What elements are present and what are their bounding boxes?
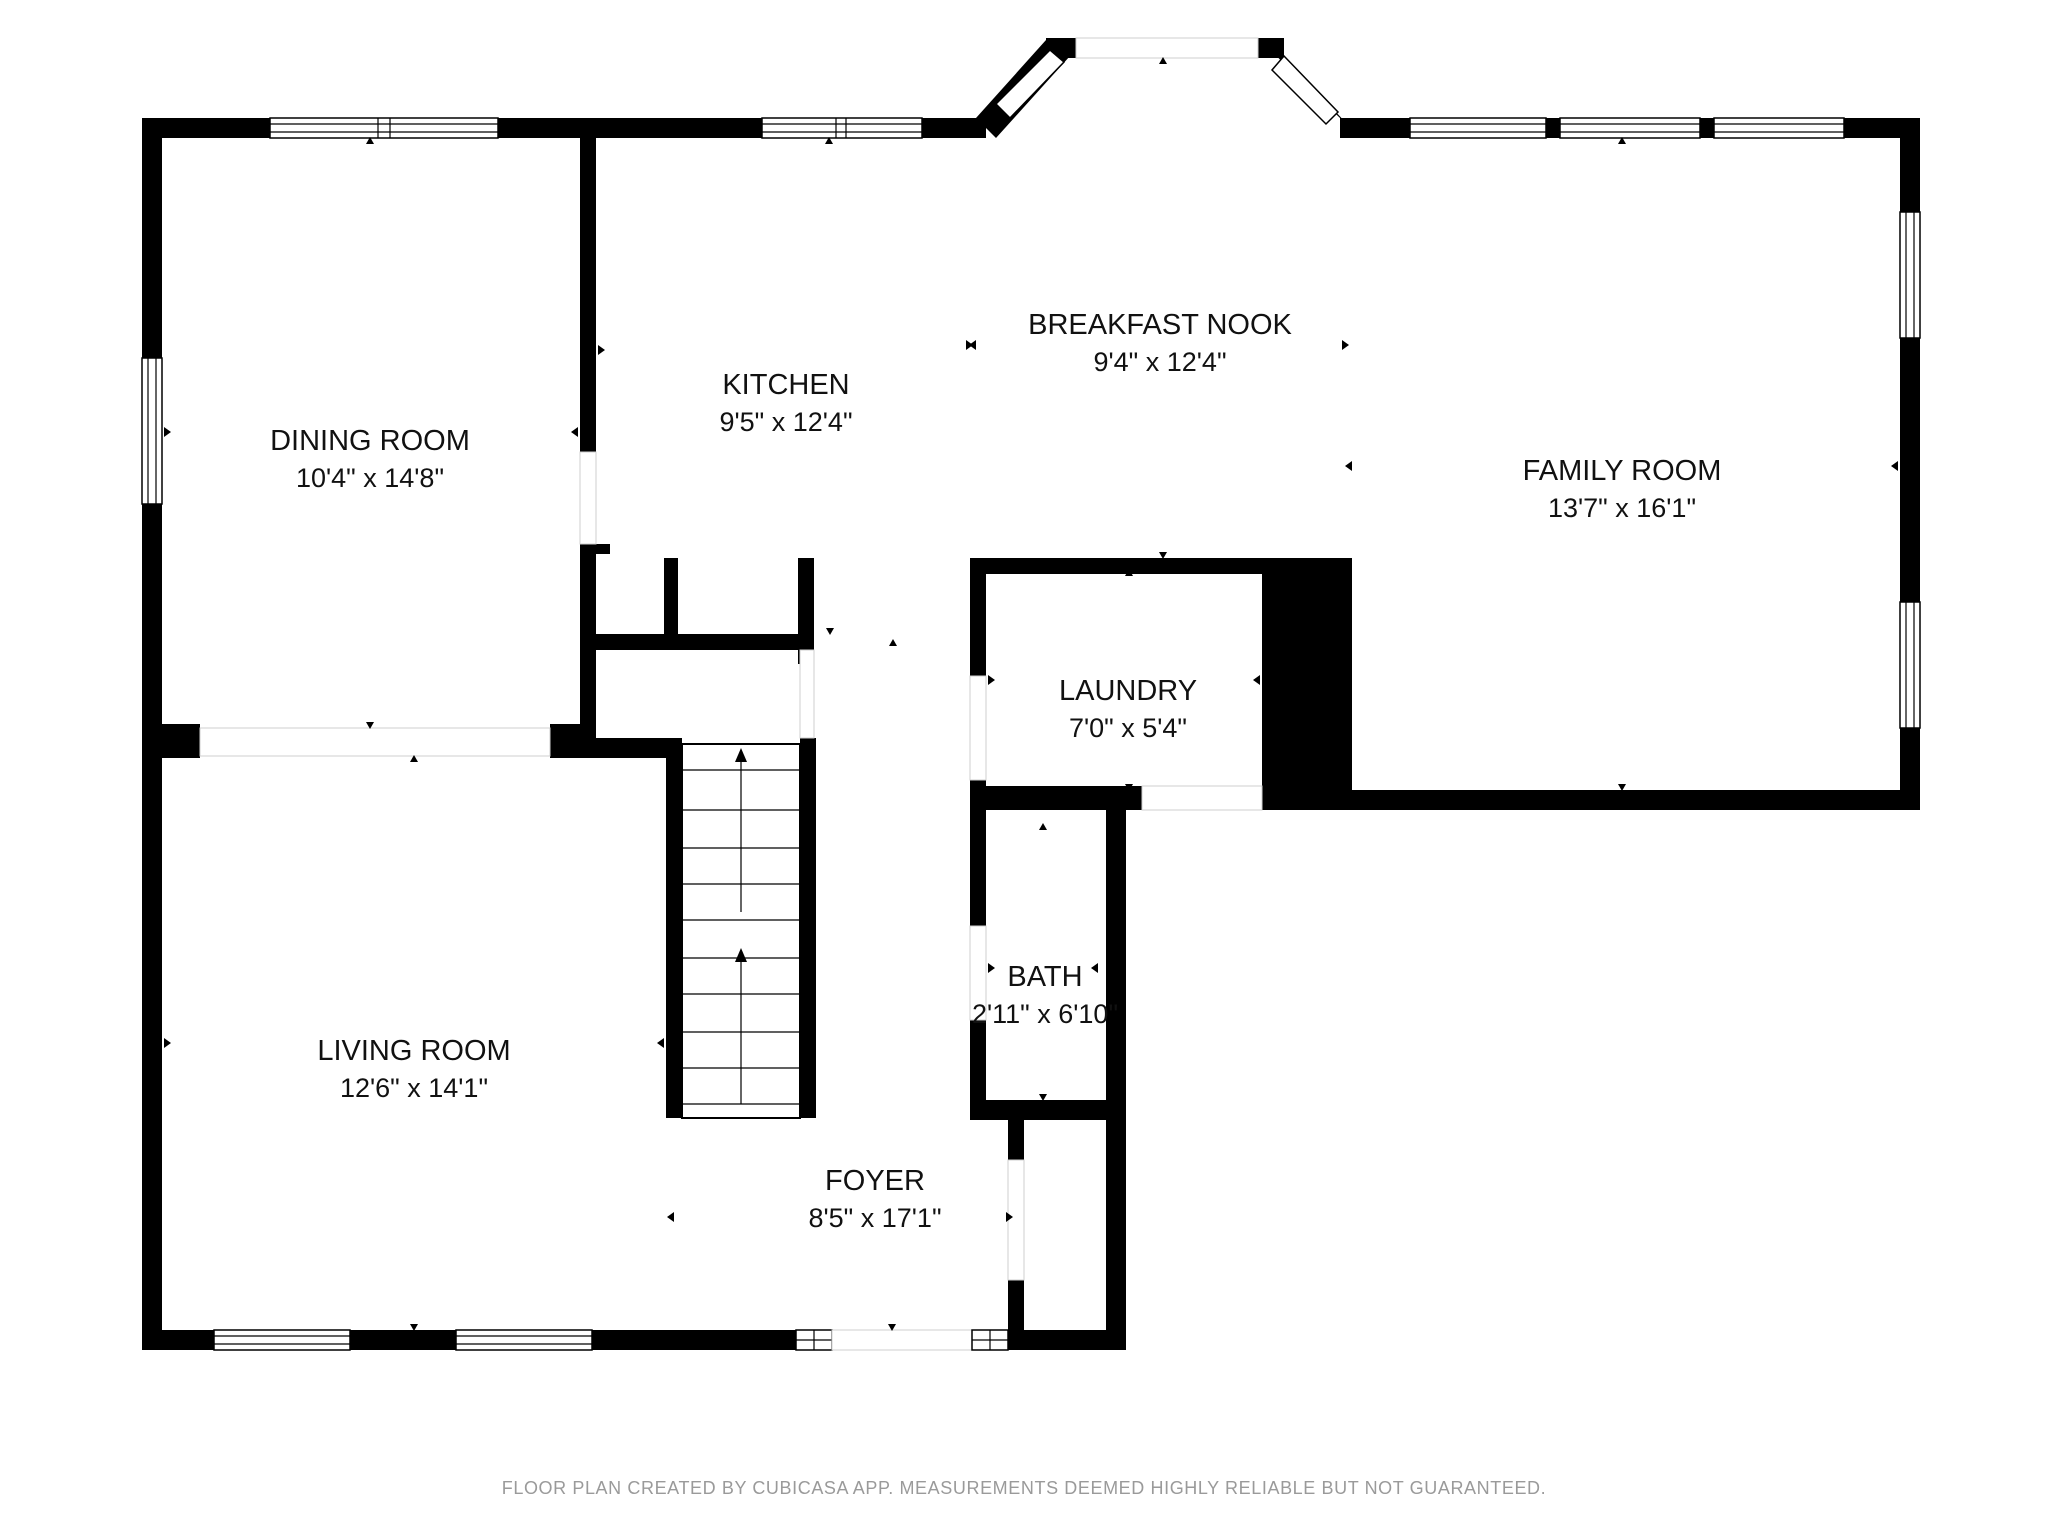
dining-room-name: DINING ROOM bbox=[270, 425, 470, 457]
foyer-name: FOYER bbox=[825, 1165, 925, 1197]
footer-disclaimer: FLOOR PLAN CREATED BY CUBICASA APP. MEAS… bbox=[502, 1478, 1547, 1498]
living-room-size: 12'6" x 14'1" bbox=[340, 1073, 488, 1103]
bath-size: 2'11" x 6'10" bbox=[972, 999, 1118, 1029]
foyer-size: 8'5" x 17'1" bbox=[808, 1203, 941, 1233]
family-room-size: 13'7" x 16'1" bbox=[1548, 493, 1696, 523]
measurement-markers bbox=[164, 57, 1898, 1331]
interior-walls bbox=[142, 118, 1352, 1350]
kitchen-name: KITCHEN bbox=[722, 369, 849, 401]
living-room-name: LIVING ROOM bbox=[317, 1035, 510, 1067]
laundry-size: 7'0" x 5'4" bbox=[1069, 713, 1187, 743]
kitchen-size: 9'5" x 12'4" bbox=[719, 407, 852, 437]
bath-name: BATH bbox=[1007, 961, 1082, 993]
laundry-name: LAUNDRY bbox=[1059, 675, 1197, 707]
room-labels: DINING ROOM 10'4" x 14'8" KITCHEN 9'5" x… bbox=[270, 309, 1721, 1233]
family-room-name: FAMILY ROOM bbox=[1523, 455, 1722, 487]
breakfast-nook-size: 9'4" x 12'4" bbox=[1093, 347, 1226, 377]
dining-room-size: 10'4" x 14'8" bbox=[296, 463, 444, 493]
openings bbox=[199, 451, 1263, 1281]
windows bbox=[141, 37, 1921, 1351]
breakfast-nook-name: BREAKFAST NOOK bbox=[1028, 309, 1292, 341]
exterior-walls bbox=[142, 38, 1920, 1350]
